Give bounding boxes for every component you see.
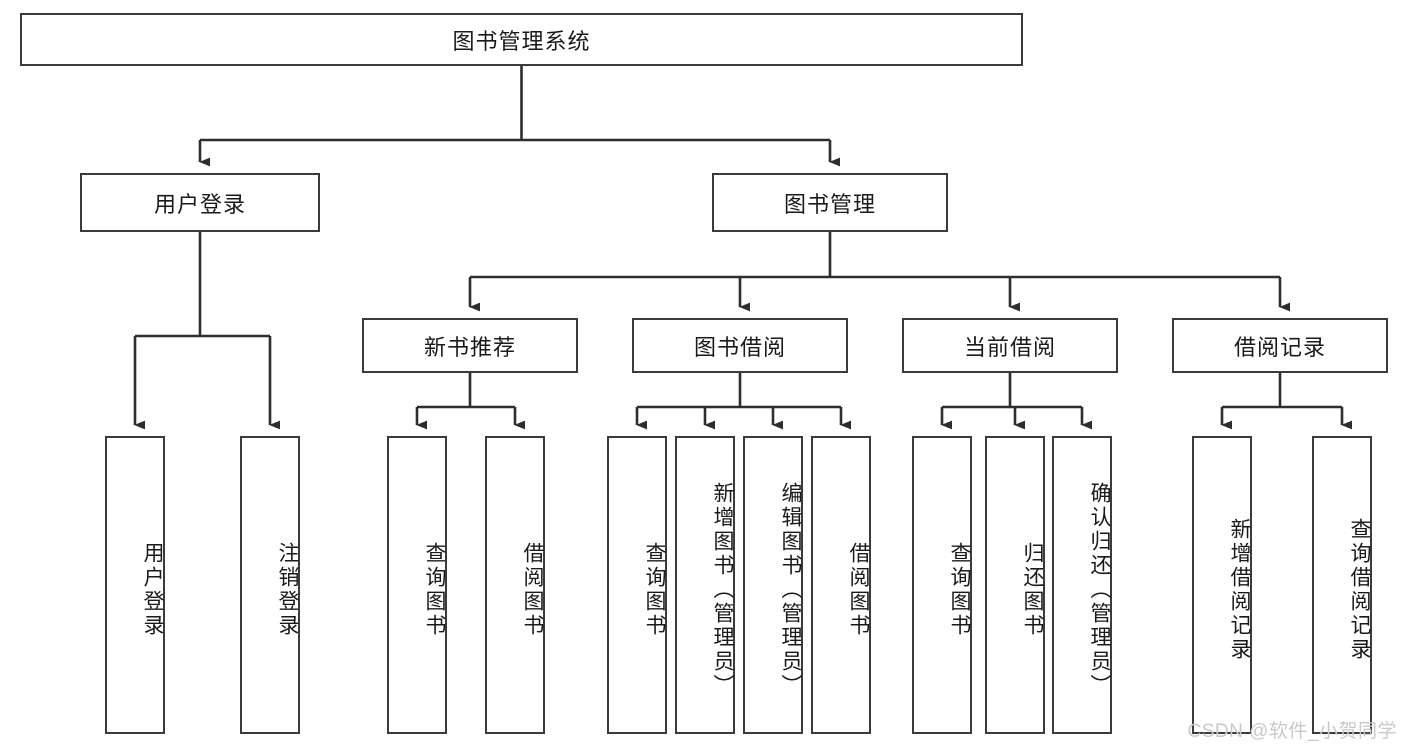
leaf-label: 借阅图书 [521, 542, 544, 638]
leaf-query-book-borrow[interactable]: 查询图书 [607, 436, 667, 734]
leaf-label: 用户登录 [141, 542, 164, 638]
node-book-management[interactable]: 图书管理 [712, 173, 948, 232]
node-book-borrow[interactable]: 图书借阅 [632, 318, 848, 373]
leaf-add-borrow-record[interactable]: 新增借阅记录 [1192, 436, 1252, 734]
leaf-label: 查询图书 [643, 542, 666, 638]
leaf-label: 查询图书 [948, 542, 971, 638]
node-new-book-recommend[interactable]: 新书推荐 [362, 318, 578, 373]
leaf-label: 确认归还（管理员） [1088, 482, 1111, 698]
leaf-label: 注销登录 [276, 542, 299, 638]
leaf-query-borrow-record[interactable]: 查询借阅记录 [1312, 436, 1372, 734]
node-root-system[interactable]: 图书管理系统 [20, 13, 1023, 66]
leaf-confirm-return-admin[interactable]: 确认归还（管理员） [1052, 436, 1112, 734]
leaf-label: 借阅图书 [847, 542, 870, 638]
leaf-query-book-current[interactable]: 查询图书 [912, 436, 972, 734]
leaf-label: 归还图书 [1021, 542, 1044, 638]
leaf-borrow-book-recommend[interactable]: 借阅图书 [485, 436, 545, 734]
leaf-logout-login[interactable]: 注销登录 [240, 436, 300, 734]
leaf-label: 查询图书 [423, 542, 446, 638]
leaf-borrow-book[interactable]: 借阅图书 [811, 436, 871, 734]
leaf-label: 查询借阅记录 [1348, 518, 1371, 662]
leaf-add-book-admin[interactable]: 新增图书（管理员） [675, 436, 735, 734]
leaf-label: 新增图书（管理员） [711, 482, 734, 698]
leaf-label: 编辑图书（管理员） [779, 482, 802, 698]
leaf-return-book[interactable]: 归还图书 [985, 436, 1045, 734]
leaf-label: 新增借阅记录 [1228, 518, 1251, 662]
node-user-login[interactable]: 用户登录 [80, 173, 320, 232]
leaf-edit-book-admin[interactable]: 编辑图书（管理员） [743, 436, 803, 734]
node-borrow-record[interactable]: 借阅记录 [1172, 318, 1388, 373]
node-current-borrow[interactable]: 当前借阅 [902, 318, 1118, 373]
leaf-user-login[interactable]: 用户登录 [105, 436, 165, 734]
leaf-query-book-recommend[interactable]: 查询图书 [387, 436, 447, 734]
